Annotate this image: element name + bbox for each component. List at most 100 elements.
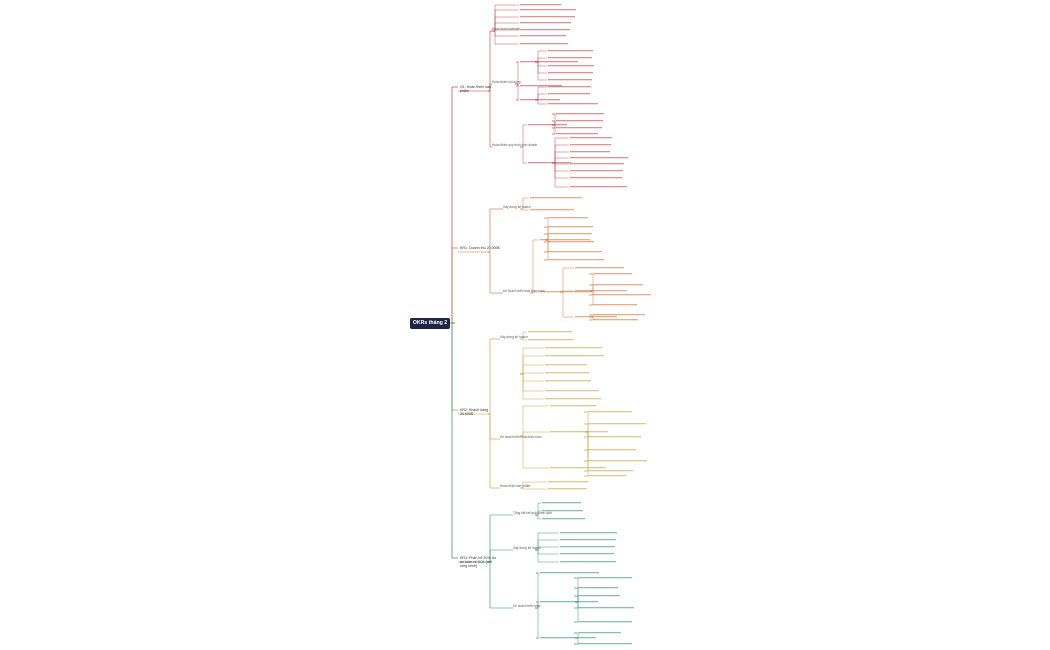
subtopic-node[interactable]: Hoàn thành website [492,27,521,31]
leaf-node[interactable] [575,316,617,318]
leaf-node[interactable] [570,177,622,179]
leaf-node[interactable] [548,72,593,74]
leaf-node[interactable] [542,502,581,504]
leaf-node[interactable] [578,577,632,579]
subtopic-node[interactable]: Tổng kết kết quả chiến dịch [513,511,552,515]
leaf-node[interactable] [542,518,585,520]
leaf-node[interactable] [575,267,624,269]
leaf-node[interactable] [556,133,598,135]
leaf-node[interactable] [588,411,632,413]
leaf-node[interactable] [593,319,638,321]
leaf-node[interactable] [540,239,590,241]
leaf-node[interactable] [530,209,574,211]
leaf-node[interactable] [550,431,608,433]
leaf-node[interactable] [556,127,602,129]
leaf-node[interactable] [545,372,589,374]
leaf-node[interactable] [520,85,562,87]
leaf-node[interactable] [578,607,634,609]
leaf-node[interactable] [560,532,617,534]
leaf-node[interactable] [540,572,599,574]
leaf-node[interactable] [528,331,572,333]
leaf-node[interactable] [545,380,591,382]
leaf-node[interactable] [545,398,601,400]
leaf-node[interactable] [548,233,592,235]
leaf-node[interactable] [570,186,627,188]
leaf-node[interactable] [528,162,571,164]
leaf-node[interactable] [570,137,612,139]
leaf-node[interactable] [548,251,602,253]
leaf-node[interactable] [545,390,599,392]
leaf-node[interactable] [548,217,588,219]
leaf-node[interactable] [520,99,560,101]
leaf-node[interactable] [560,539,616,541]
leaf-node[interactable] [520,16,575,18]
leaf-node[interactable] [588,449,636,451]
leaf-node[interactable] [578,643,632,645]
leaf-node[interactable] [550,467,606,469]
leaf-node[interactable] [548,93,590,95]
leaf-node[interactable] [528,124,567,126]
leaf-node[interactable] [540,601,598,603]
leaf-node[interactable] [545,364,587,366]
root-node[interactable]: OKRs tháng 2 [410,318,450,329]
leaf-node[interactable] [548,57,592,59]
leaf-node[interactable] [578,595,620,597]
leaf-node[interactable] [545,347,602,349]
leaf-node[interactable] [588,470,633,472]
leaf-node[interactable] [570,144,611,146]
leaf-node[interactable] [548,50,593,52]
subtopic-node[interactable]: Kế hoạch triển khai theo tuần [503,289,545,293]
leaf-node[interactable] [588,423,646,425]
subtopic-node[interactable]: Xây dựng kế hoạch [500,335,528,339]
leaf-node[interactable] [588,436,641,438]
branch-node-2[interactable]: KR1: Doanh thu 20.000$ [460,246,500,250]
leaf-node[interactable] [520,22,571,24]
branch-node-4[interactable]: KR3: Phân bổ 20% dự án tuần về KOL (mở r… [460,556,496,568]
subtopic-node[interactable]: Hoàn thiện quy trình kinh doanh [492,143,538,147]
leaf-node[interactable] [588,460,647,462]
subtopic-node[interactable]: Hoàn thiện nội dung [492,80,521,84]
leaf-node[interactable] [548,86,591,88]
branch-node-1[interactable]: O1: Hoàn thiện sản phẩm [460,85,491,93]
subtopic-node[interactable]: Xây dựng kế hoạch [503,205,531,209]
leaf-node[interactable] [593,314,645,316]
leaf-node[interactable] [548,103,598,105]
leaf-node[interactable] [593,294,651,296]
leaf-node[interactable] [548,65,594,67]
leaf-node[interactable] [540,291,592,293]
leaf-node[interactable] [575,290,627,292]
leaf-node[interactable] [570,170,623,172]
leaf-node[interactable] [520,4,561,6]
leaf-node[interactable] [560,561,616,563]
leaf-node[interactable] [530,197,582,199]
leaf-node[interactable] [578,587,618,589]
subtopic-node[interactable]: Xây dựng kế hoạch [513,546,541,550]
leaf-node[interactable] [578,632,621,634]
leaf-node[interactable] [520,29,570,31]
leaf-node[interactable] [593,284,643,286]
leaf-node[interactable] [550,405,596,407]
leaf-node[interactable] [528,339,574,341]
leaf-node[interactable] [548,481,588,483]
leaf-node[interactable] [548,259,604,261]
leaf-node[interactable] [556,120,603,122]
subtopic-node[interactable]: Kế hoạch triển khai theo tuần [500,435,542,439]
leaf-node[interactable] [548,226,593,228]
leaf-node[interactable] [588,475,626,477]
subtopic-node[interactable]: Hoàn thiện sản phẩm [500,484,531,488]
leaf-node[interactable] [520,35,566,37]
leaf-node[interactable] [545,355,604,357]
leaf-node[interactable] [560,553,614,555]
leaf-node[interactable] [570,163,624,165]
leaf-node[interactable] [542,510,583,512]
leaf-node[interactable] [540,637,596,639]
branch-node-3[interactable]: KR2: Khách hàng 30.000$ [460,408,489,416]
leaf-node[interactable] [548,488,587,490]
subtopic-node[interactable]: Kế hoạch triển khai [513,604,541,608]
leaf-node[interactable] [520,43,568,45]
leaf-node[interactable] [520,61,578,63]
leaf-node[interactable] [556,113,604,115]
leaf-node[interactable] [560,546,615,548]
leaf-node[interactable] [520,9,576,11]
leaf-node[interactable] [578,621,632,623]
